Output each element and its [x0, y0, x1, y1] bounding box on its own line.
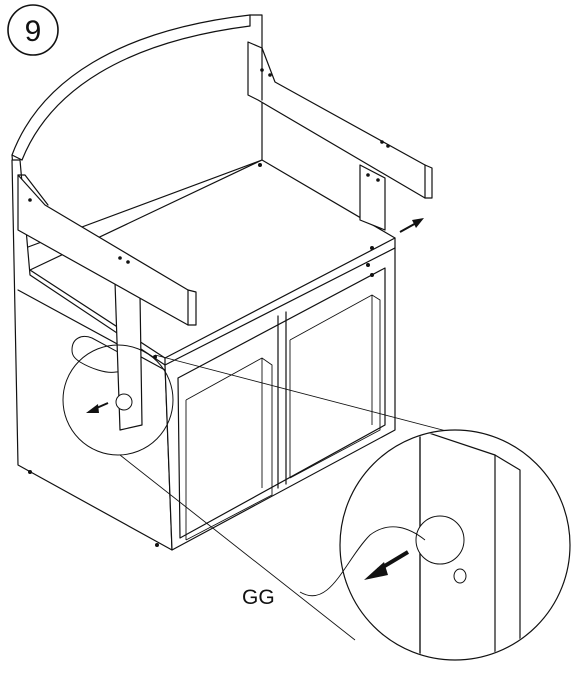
right-upright: [359, 164, 386, 231]
magnify-leaders: [119, 354, 501, 641]
step-badge: 9: [7, 4, 59, 56]
left-armrest: [17, 174, 197, 326]
right-armrest: [247, 41, 433, 199]
part-label-text: GG: [242, 586, 275, 609]
arrow-right-icon: [399, 218, 424, 233]
magnified-arrow-icon: [364, 550, 410, 580]
left-side-panel: [11, 159, 173, 551]
left-upright: [114, 281, 143, 431]
front-frame: [164, 247, 396, 551]
step-number: 9: [25, 15, 42, 48]
backrest: [11, 14, 263, 251]
detail-source-circle: [62, 344, 174, 456]
part-label: GG: [242, 526, 426, 609]
arrow-left-icon: [86, 402, 109, 413]
magnified-detail: [339, 429, 571, 661]
